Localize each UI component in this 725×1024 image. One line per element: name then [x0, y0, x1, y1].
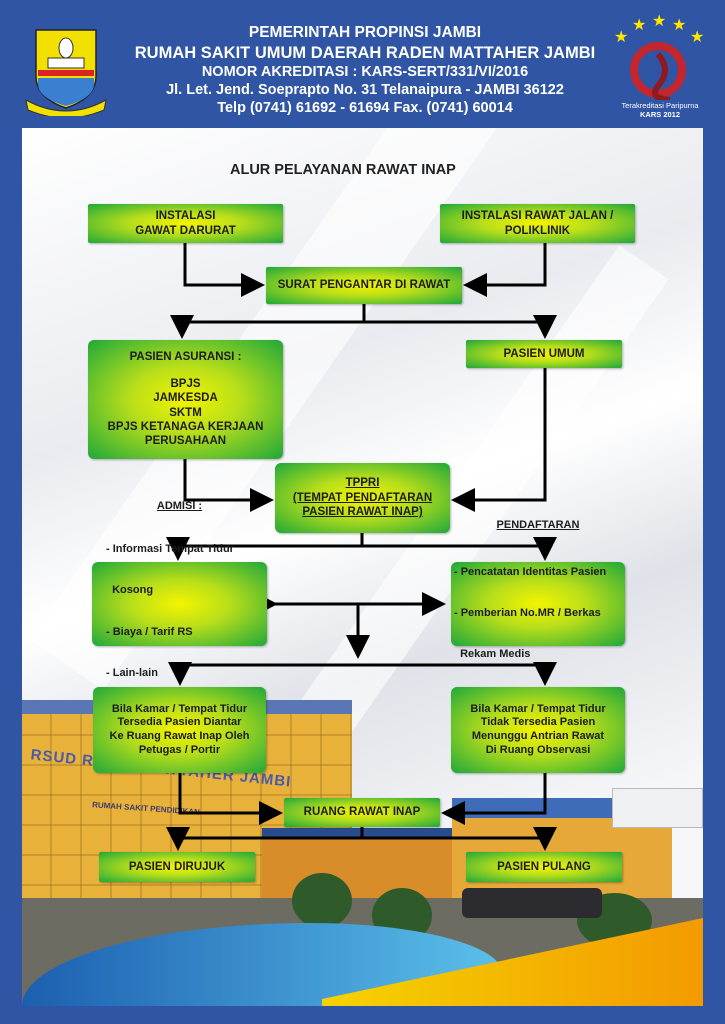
node-item: Rekam Medis — [454, 648, 531, 661]
node-item: - Pencatatan Identitas Pasien — [454, 565, 607, 578]
node-instalasi-rawat-jalan: INSTALASI RAWAT JALAN /POLIKLINIK — [440, 204, 635, 243]
node-title: PENDAFTARAN — [496, 518, 580, 531]
node-title: PASIEN ASURANSI : — [129, 351, 242, 364]
node-tppri: TPPRI (TEMPAT PENDAFTARAN PASIEN RAWAT I… — [275, 463, 450, 533]
node-kamar-tidak-tersedia: Bila Kamar / Tempat Tidur Tidak Tersedia… — [451, 687, 625, 773]
header-hospital-name: RUMAH SAKIT UMUM DAERAH RADEN MATTAHER J… — [134, 44, 596, 62]
node-pendaftaran: PENDAFTARAN - Pencatatan Identitas Pasie… — [451, 519, 625, 660]
node-text: INSTALASI — [155, 210, 216, 223]
node-pasien-pulang: PASIEN PULANG — [466, 852, 622, 882]
svg-text:★: ★ — [690, 27, 704, 46]
node-text: PASIEN PULANG — [497, 860, 591, 873]
node-text: (TEMPAT PENDAFTARAN — [292, 491, 433, 504]
accreditation-year: KARS 2012 — [639, 110, 681, 119]
node-text: INSTALASI RAWAT JALAN / — [461, 210, 614, 223]
node-text: Ke Ruang Rawat Inap Oleh — [109, 730, 250, 742]
svg-text:★: ★ — [652, 14, 666, 30]
node-ruang-rawat-inap: RUANG RAWAT INAP — [284, 798, 440, 827]
node-text: Bila Kamar / Tempat Tidur — [111, 702, 248, 715]
header-address: Jl. Let. Jend. Soeprapto No. 31 Telanaip… — [166, 82, 564, 98]
arrow-tersedia-to-ruang — [178, 773, 283, 825]
node-title: TPPRI — [345, 477, 380, 490]
page-title: ALUR PELAYANAN RAWAT INAP — [230, 162, 456, 178]
node-text: Tidak Tersedia Pasien — [480, 716, 596, 729]
arrow-tidak-tersedia-to-ruang — [441, 773, 547, 825]
node-text: PASIEN RAWAT INAP) — [302, 506, 423, 519]
node-item: BPJS KETANAGA KERJAAN — [107, 420, 264, 433]
arrow-asuransi-to-tppri — [183, 459, 274, 512]
svg-text:★: ★ — [632, 15, 646, 34]
node-text: POLIKLINIK — [504, 224, 571, 237]
node-admisi: ADMISI : - Informasi Tempat Tidur Kosong… — [92, 500, 267, 679]
svg-text:★: ★ — [614, 27, 628, 46]
node-item: JAMKESDA — [153, 392, 218, 405]
node-text: Menunggu Antrian Rawat — [471, 730, 605, 742]
node-item: PERUSAHAAN — [144, 435, 227, 448]
node-text: RUANG RAWAT INAP — [303, 806, 421, 819]
header-line-1: PEMERINTAH PROPINSI JAMBI — [248, 24, 482, 41]
node-kamar-tersedia: Bila Kamar / Tempat Tidur Tersedia Pasie… — [93, 687, 266, 773]
node-item: SKTM — [169, 406, 202, 419]
node-text: Di Ruang Observasi — [485, 743, 591, 756]
node-pasien-asuransi: PASIEN ASURANSI : BPJS JAMKESDA SKTM BPJ… — [88, 340, 283, 459]
arrow-rawatjalan-to-surat — [463, 243, 547, 297]
node-surat-pengantar: SURAT PENGANTAR DI RAWAT — [266, 267, 462, 304]
header-phone: Telp (0741) 61692 - 61694 Fax. (0741) 60… — [217, 100, 513, 116]
node-text: PASIEN DIRUJUK — [128, 860, 226, 873]
svg-text:★: ★ — [672, 15, 686, 34]
node-item: Kosong — [106, 584, 154, 597]
header: PEMERINTAH PROPINSI JAMBI RUMAH SAKIT UM… — [0, 0, 725, 128]
node-text: PASIEN UMUM — [503, 347, 585, 360]
node-item: - Lain-lain — [106, 666, 158, 679]
node-item: - Pemberian No.MR / Berkas — [454, 607, 601, 619]
node-item: - Biaya / Tarif RS — [106, 625, 193, 638]
node-text: SURAT PENGANTAR DI RAWAT — [277, 279, 451, 292]
arrow-igd-to-surat — [183, 243, 265, 297]
node-text: GAWAT DARURAT — [135, 224, 236, 237]
accreditation-caption: Terakreditasi Paripurna — [621, 101, 699, 110]
node-title: ADMISI : — [156, 499, 203, 512]
node-text: Petugas / Portir — [138, 743, 221, 756]
node-text: Tersedia Pasien Diantar — [117, 716, 242, 729]
header-accreditation-number: NOMOR AKREDITASI : KARS-SERT/331/VI/2016 — [201, 64, 529, 80]
node-item: BPJS — [170, 377, 201, 390]
node-pasien-dirujuk: PASIEN DIRUJUK — [99, 852, 255, 882]
node-item: - Informasi Tempat Tidur — [106, 543, 234, 556]
node-text: Bila Kamar / Tempat Tidur — [470, 702, 606, 715]
node-pasien-umum: PASIEN UMUM — [466, 340, 622, 368]
kars-accreditation-logo-icon: ★★★★★ — [614, 14, 704, 100]
province-emblem-icon — [25, 29, 107, 116]
arrow-umum-to-tppri — [451, 368, 547, 512]
